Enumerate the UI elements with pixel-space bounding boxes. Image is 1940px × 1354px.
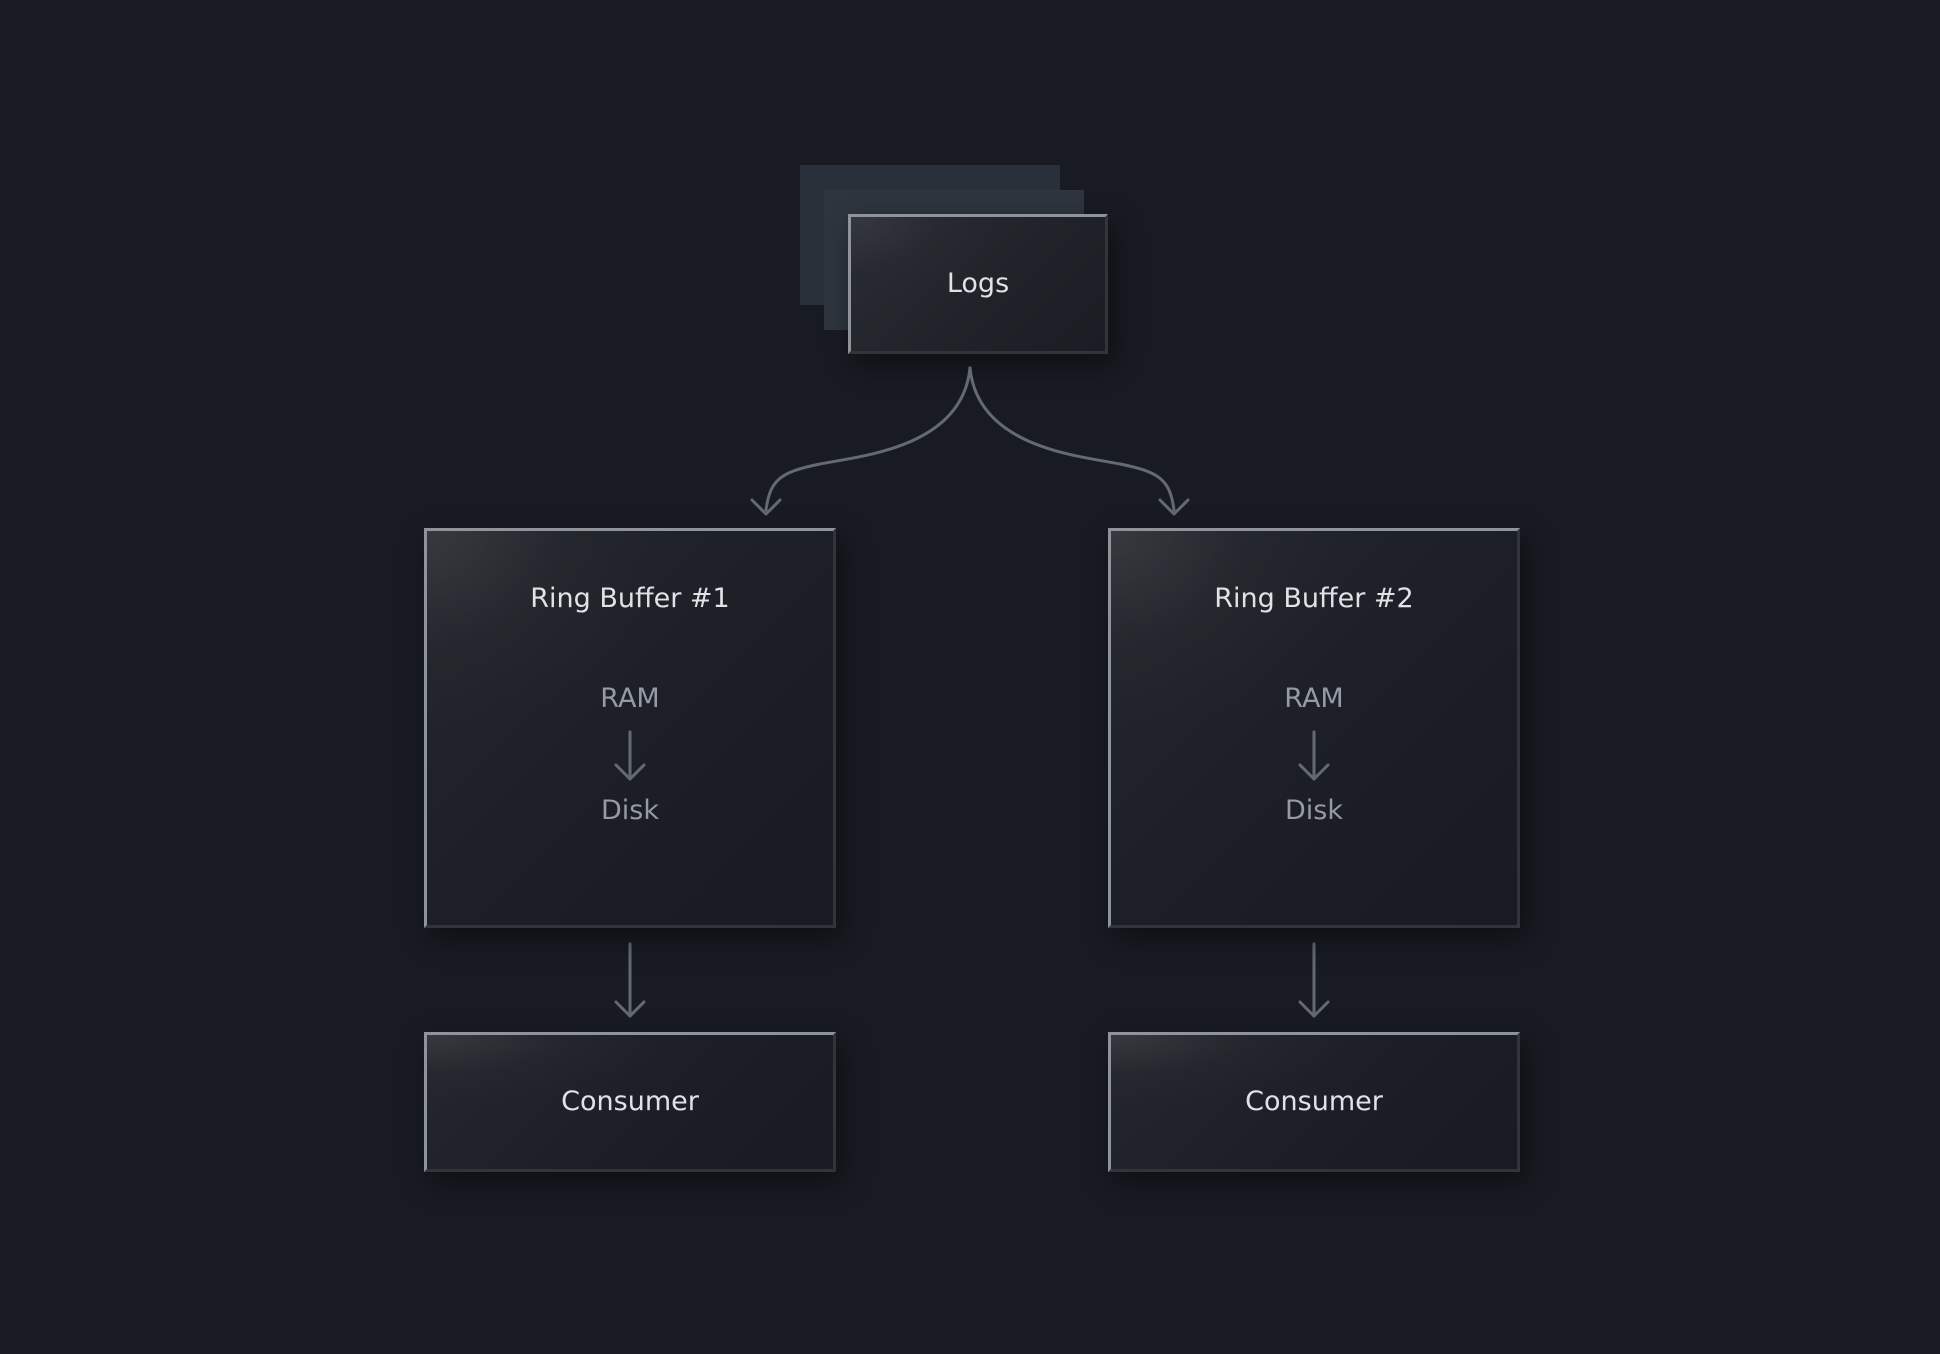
ring-buffer-1-title: Ring Buffer #1 [530,583,730,614]
arrowhead-consumer-1 [614,1000,646,1018]
arrowhead-ring-buffer-2 [1158,498,1190,516]
consumer-1-node: Consumer [424,1032,836,1172]
ring-buffer-1-ram-label: RAM [600,683,660,714]
consumer-1-label: Consumer [561,1086,699,1117]
consumer-2-label: Consumer [1245,1086,1383,1117]
edge-logs-to-ring-buffer-2 [968,366,1176,512]
logs-node: Logs [848,214,1108,354]
ring-buffer-2-disk-label: Disk [1285,795,1343,826]
ring-buffer-2-node: Ring Buffer #2 RAM Disk [1108,528,1520,928]
logs-label: Logs [946,268,1010,299]
consumer-2-node: Consumer [1108,1032,1520,1172]
arrowhead-ring-buffer-1 [750,498,782,516]
arrowhead-consumer-2 [1298,1000,1330,1018]
ring-buffer-1-disk-label: Disk [601,795,659,826]
ram-to-disk-arrow-icon [614,730,646,781]
ring-buffer-1-node: Ring Buffer #1 RAM Disk [424,528,836,928]
ram-to-disk-arrow-icon [1298,730,1330,781]
edge-logs-to-ring-buffer-1 [764,366,972,512]
ring-buffer-2-title: Ring Buffer #2 [1214,583,1414,614]
ring-buffer-2-ram-label: RAM [1284,683,1344,714]
